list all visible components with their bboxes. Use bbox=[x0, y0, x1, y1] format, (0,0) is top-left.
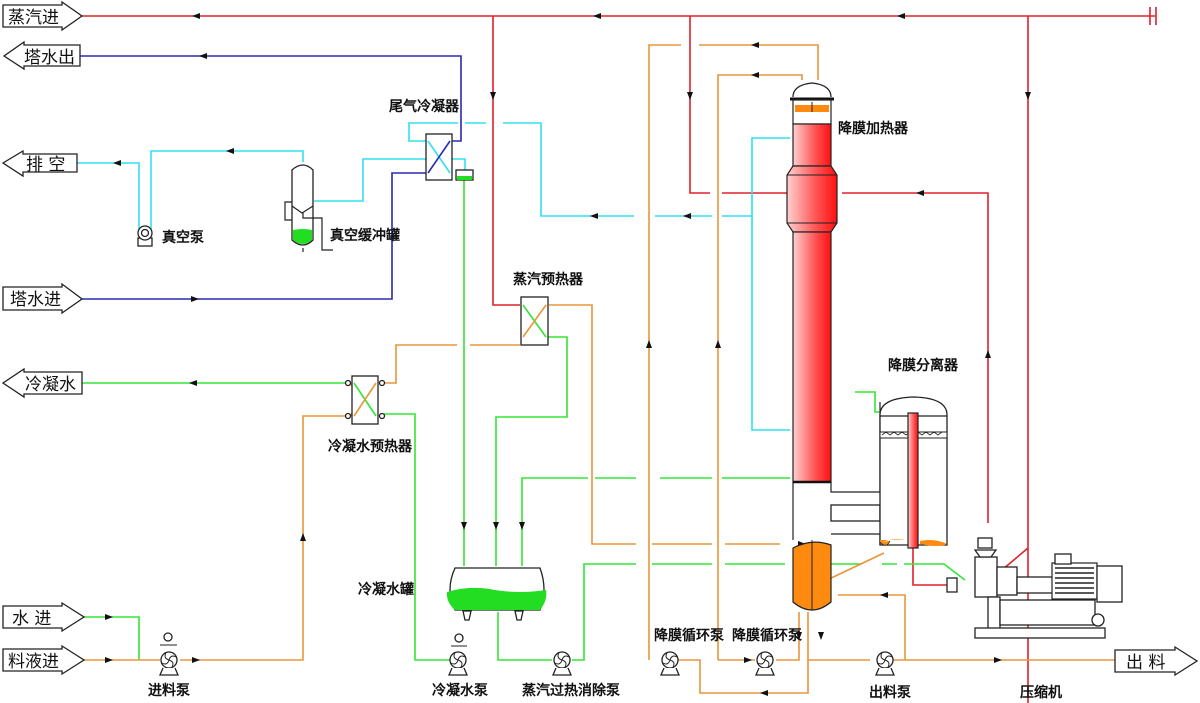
falling-film-separator[interactable] bbox=[879, 396, 948, 549]
circulation-pump-1-label: 降膜循环泵 bbox=[654, 627, 724, 644]
terminal-label: 出 料 bbox=[1126, 653, 1165, 673]
vacuum-pump[interactable] bbox=[137, 225, 153, 247]
circulation-pump-2[interactable] bbox=[755, 651, 775, 676]
vacuum-buffer-tank[interactable] bbox=[284, 164, 333, 252]
steam-preheater-label: 蒸汽预热器 bbox=[513, 271, 584, 288]
feed-pump-label: 进料泵 bbox=[148, 682, 190, 699]
condensate-tank[interactable] bbox=[446, 567, 547, 621]
steam-lines bbox=[82, 7, 1157, 703]
terminal-label: 塔水出 bbox=[24, 48, 75, 68]
circulation-pump-1[interactable] bbox=[660, 651, 680, 676]
condensate-pump[interactable] bbox=[448, 633, 468, 676]
terminal-label: 冷凝水 bbox=[25, 375, 76, 395]
desuperheat-pump-label: 蒸汽过热消除泵 bbox=[522, 682, 620, 699]
condensate-tank-label: 冷凝水罐 bbox=[358, 581, 414, 598]
vacuum-pump-label: 真空泵 bbox=[162, 229, 204, 246]
falling-film-heater[interactable] bbox=[786, 82, 881, 611]
terminal-product-out: 出 料 bbox=[1114, 645, 1199, 677]
terminal-tower-water-in: 塔水进 bbox=[2, 282, 84, 315]
desuperheat-pump[interactable] bbox=[552, 651, 572, 676]
tail-gas-condenser[interactable] bbox=[425, 133, 474, 181]
tail-gas-condenser-label: 尾气冷凝器 bbox=[389, 98, 460, 115]
terminal-tower-water-out: 塔水出 bbox=[2, 40, 81, 71]
terminal-condensate-out: 冷凝水 bbox=[1, 367, 83, 399]
tower-water-lines bbox=[80, 55, 462, 300]
feed-pump[interactable] bbox=[159, 632, 179, 676]
terminal-feed-in: 料液进 bbox=[2, 644, 86, 676]
terminal-water-in: 水 进 bbox=[2, 601, 86, 633]
flow-arrows bbox=[105, 13, 1031, 696]
falling-film-heater-label: 降膜加热器 bbox=[838, 120, 909, 137]
terminal-label: 塔水进 bbox=[10, 290, 61, 310]
vent-lines bbox=[77, 122, 790, 431]
terminal-label: 料液进 bbox=[8, 652, 59, 672]
discharge-pump-label: 出料泵 bbox=[869, 684, 911, 701]
condensate-pump-label: 冷凝水泵 bbox=[432, 682, 488, 699]
terminal-steam-in: 蒸汽进 bbox=[2, 0, 84, 32]
condensate-preheater-label: 冷凝水预热器 bbox=[328, 438, 413, 455]
compressor-label: 压缩机 bbox=[1020, 684, 1062, 701]
feed-lines bbox=[82, 44, 1115, 694]
falling-film-separator-label: 降膜分离器 bbox=[888, 357, 959, 374]
terminal-label: 排 空 bbox=[26, 155, 65, 175]
vacuum-buffer-tank-label: 真空缓冲罐 bbox=[330, 227, 400, 244]
discharge-pump[interactable] bbox=[875, 651, 895, 676]
steam-preheater[interactable] bbox=[520, 296, 549, 346]
circulation-pump-2-label: 降膜循环泵 bbox=[732, 627, 802, 644]
compressor[interactable] bbox=[946, 537, 1123, 639]
terminal-label: 蒸汽进 bbox=[8, 8, 59, 28]
condensate-preheater[interactable] bbox=[344, 375, 386, 425]
terminal-vent: 排 空 bbox=[1, 149, 78, 178]
terminal-label: 水 进 bbox=[12, 609, 51, 629]
